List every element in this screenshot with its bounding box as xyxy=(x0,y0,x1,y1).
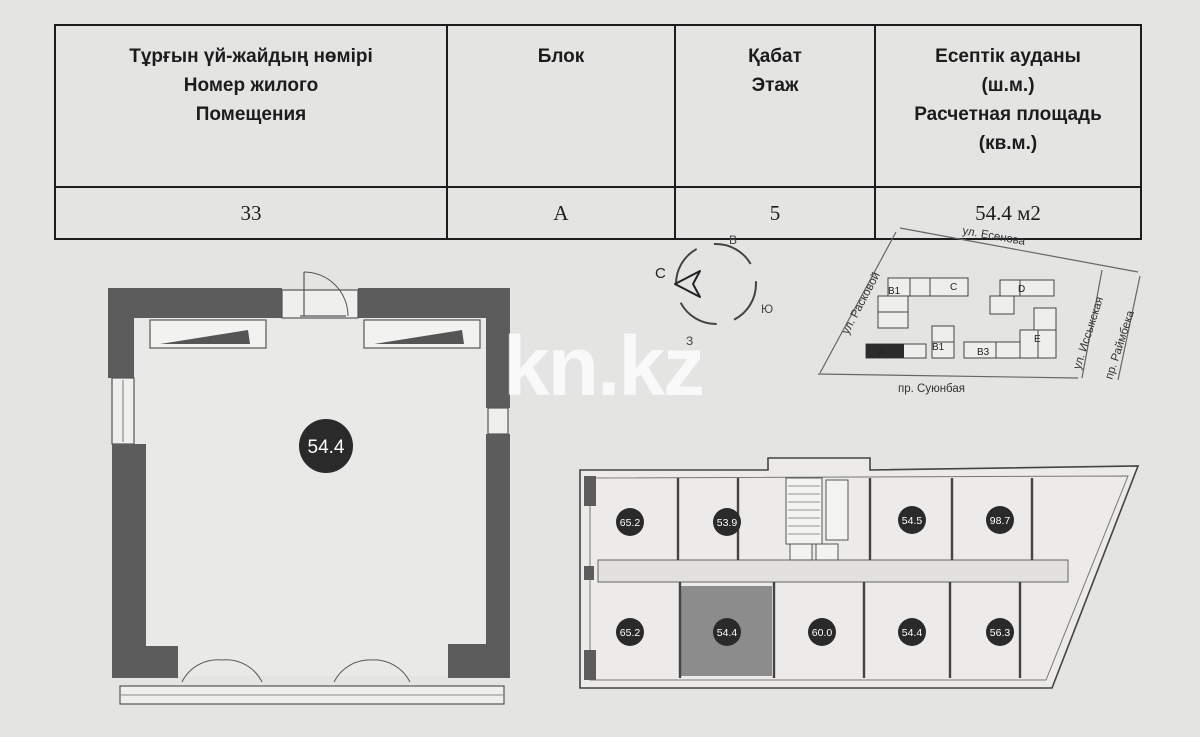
floor-corridor xyxy=(597,559,1069,583)
value-floor: 5 xyxy=(674,186,876,240)
header-room-number: Тұрғын үй-жайдың нөмірі Номер жилого Пом… xyxy=(54,24,448,188)
apartment-badges: 65.2 53.9 54.5 98.7 65.2 54.4 60.0 54.4 … xyxy=(616,506,1014,646)
door-swing-arc xyxy=(303,271,349,317)
block-label-b3: B3 xyxy=(977,347,990,358)
apartment-badge xyxy=(898,506,926,534)
building-e-top xyxy=(1033,307,1057,331)
unit-wall-corner-br xyxy=(448,644,510,678)
block-label-b2: B1 xyxy=(888,286,901,297)
apartment-badge xyxy=(898,618,926,646)
block-label-b1: B1 xyxy=(932,342,945,353)
unit-wall-corner-bl xyxy=(112,646,178,678)
floor-plan: 65.2 53.9 54.5 98.7 65.2 54.4 60.0 54.4 … xyxy=(579,457,1140,689)
unit-wall-top-right xyxy=(358,288,510,318)
compass-south-label: Ю xyxy=(761,302,773,316)
table-header-row: Тұрғын үй-жайдың нөмірі Номер жилого Пом… xyxy=(54,24,1142,188)
apartment-badge-text: 54.5 xyxy=(902,515,923,527)
street-label-right-inner: ул. Иссыкская xyxy=(1071,295,1106,370)
compass-ring xyxy=(675,243,757,325)
value-room-number: 33 xyxy=(54,186,448,240)
apartment-badge-text: 54.4 xyxy=(717,627,738,639)
apartment-badge-text: 65.2 xyxy=(620,517,641,529)
street-issykskaya xyxy=(1081,269,1103,379)
apartment-badge xyxy=(616,618,644,646)
unit-wall-left-upper xyxy=(108,288,134,378)
unit-entrance-door xyxy=(281,289,359,319)
site-plan: ул. Есенова ул. Расковой пр. Суюнбая ул.… xyxy=(817,225,1141,395)
apartment-badge-text: 56.3 xyxy=(990,627,1011,639)
unit-plan: 54.4 xyxy=(108,271,510,705)
unit-wall-left-lower xyxy=(112,444,146,676)
building-d-top xyxy=(999,279,1055,297)
compass-arrow-icon xyxy=(674,270,701,298)
street-label-left: ул. Расковой xyxy=(840,270,883,336)
apartment-badge-selected xyxy=(713,618,741,646)
apartment-badge xyxy=(616,508,644,536)
unit-wall-right-upper xyxy=(486,288,510,408)
apartment-badge-text: 53.9 xyxy=(717,517,738,529)
balcony-door-arc-1 xyxy=(181,659,223,683)
street-raskovoy xyxy=(819,231,897,374)
street-label-bottom: пр. Суюнбая xyxy=(898,383,965,395)
building-b3 xyxy=(963,341,1021,359)
building-d-leg xyxy=(989,295,1015,315)
apartment-badge-text: 60.0 xyxy=(812,627,833,639)
street-raimbeka xyxy=(1117,275,1141,381)
block-label-e: E xyxy=(1034,334,1041,345)
balcony-door-arc-2 xyxy=(333,659,373,683)
block-label-c: C xyxy=(950,282,957,293)
compass-north-label: С xyxy=(655,265,666,282)
apartment-badge xyxy=(986,506,1014,534)
building-a-highlight xyxy=(866,344,904,358)
apartment-badge-text: 98.7 xyxy=(990,515,1011,527)
apartment-badge xyxy=(808,618,836,646)
block-label-a: A xyxy=(878,347,885,358)
unit-area-badge xyxy=(299,419,353,473)
stair-core xyxy=(785,477,823,545)
value-block: A xyxy=(446,186,676,240)
unit-wall-top-left xyxy=(108,288,282,318)
apartment-badge-text: 65.2 xyxy=(620,627,641,639)
unit-wall-right-lower xyxy=(486,434,510,676)
elevator-shaft xyxy=(825,479,849,541)
header-floor: Қабат Этаж xyxy=(674,24,876,188)
apartment-badge xyxy=(713,508,741,536)
apartment-badge xyxy=(986,618,1014,646)
compass-west-label: З xyxy=(686,334,693,348)
compass: С В Ю З xyxy=(655,233,773,348)
street-esenova xyxy=(899,227,1139,273)
unit-floor-area xyxy=(132,318,488,676)
street-label-top: ул. Есенова xyxy=(961,225,1026,248)
watermark-logo: kn.kz xyxy=(502,319,705,413)
header-area: Есептік ауданы (ш.м.) Расчетная площадь … xyxy=(874,24,1142,188)
apartment-info-table: Тұрғын үй-жайдың нөмірі Номер жилого Пом… xyxy=(54,24,1142,240)
building-c-row xyxy=(887,277,969,297)
block-label-d: D xyxy=(1018,284,1025,295)
unit-area-badge-text: 54.4 xyxy=(308,437,345,458)
header-block: Блок xyxy=(446,24,676,188)
street-suyunbaya xyxy=(817,373,1079,379)
compass-east-label: В xyxy=(729,233,737,247)
table-value-row: 33 A 5 54.4 м2 xyxy=(54,186,1142,240)
apartment-badge-text: 54.4 xyxy=(902,627,923,639)
